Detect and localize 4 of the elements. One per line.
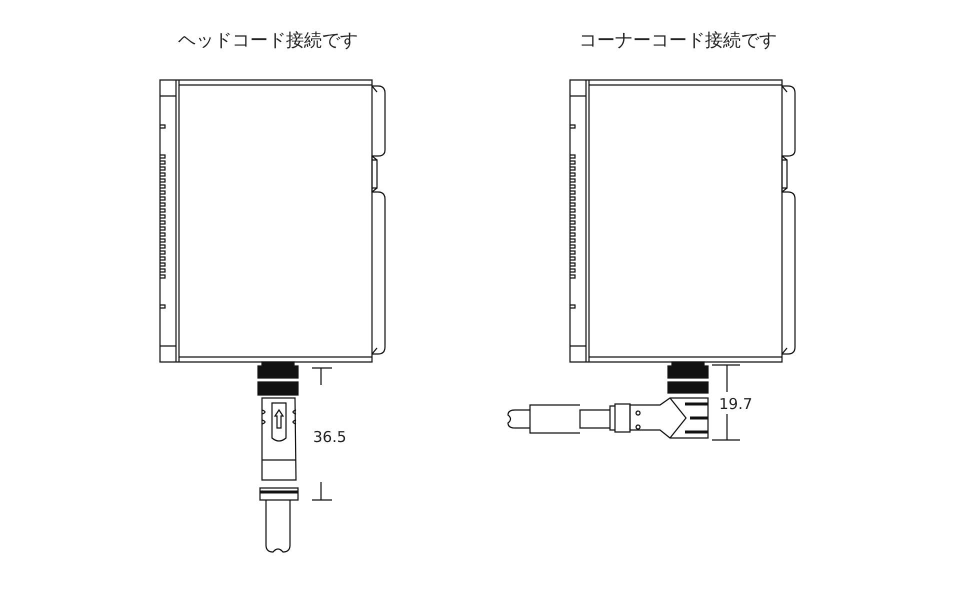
dimension-value: 36.5 bbox=[313, 428, 346, 446]
heading: ヘッドコード接続です bbox=[178, 29, 358, 52]
dimension-value: 19.7 bbox=[719, 395, 752, 414]
heading: コーナーコード接続です bbox=[579, 29, 777, 52]
